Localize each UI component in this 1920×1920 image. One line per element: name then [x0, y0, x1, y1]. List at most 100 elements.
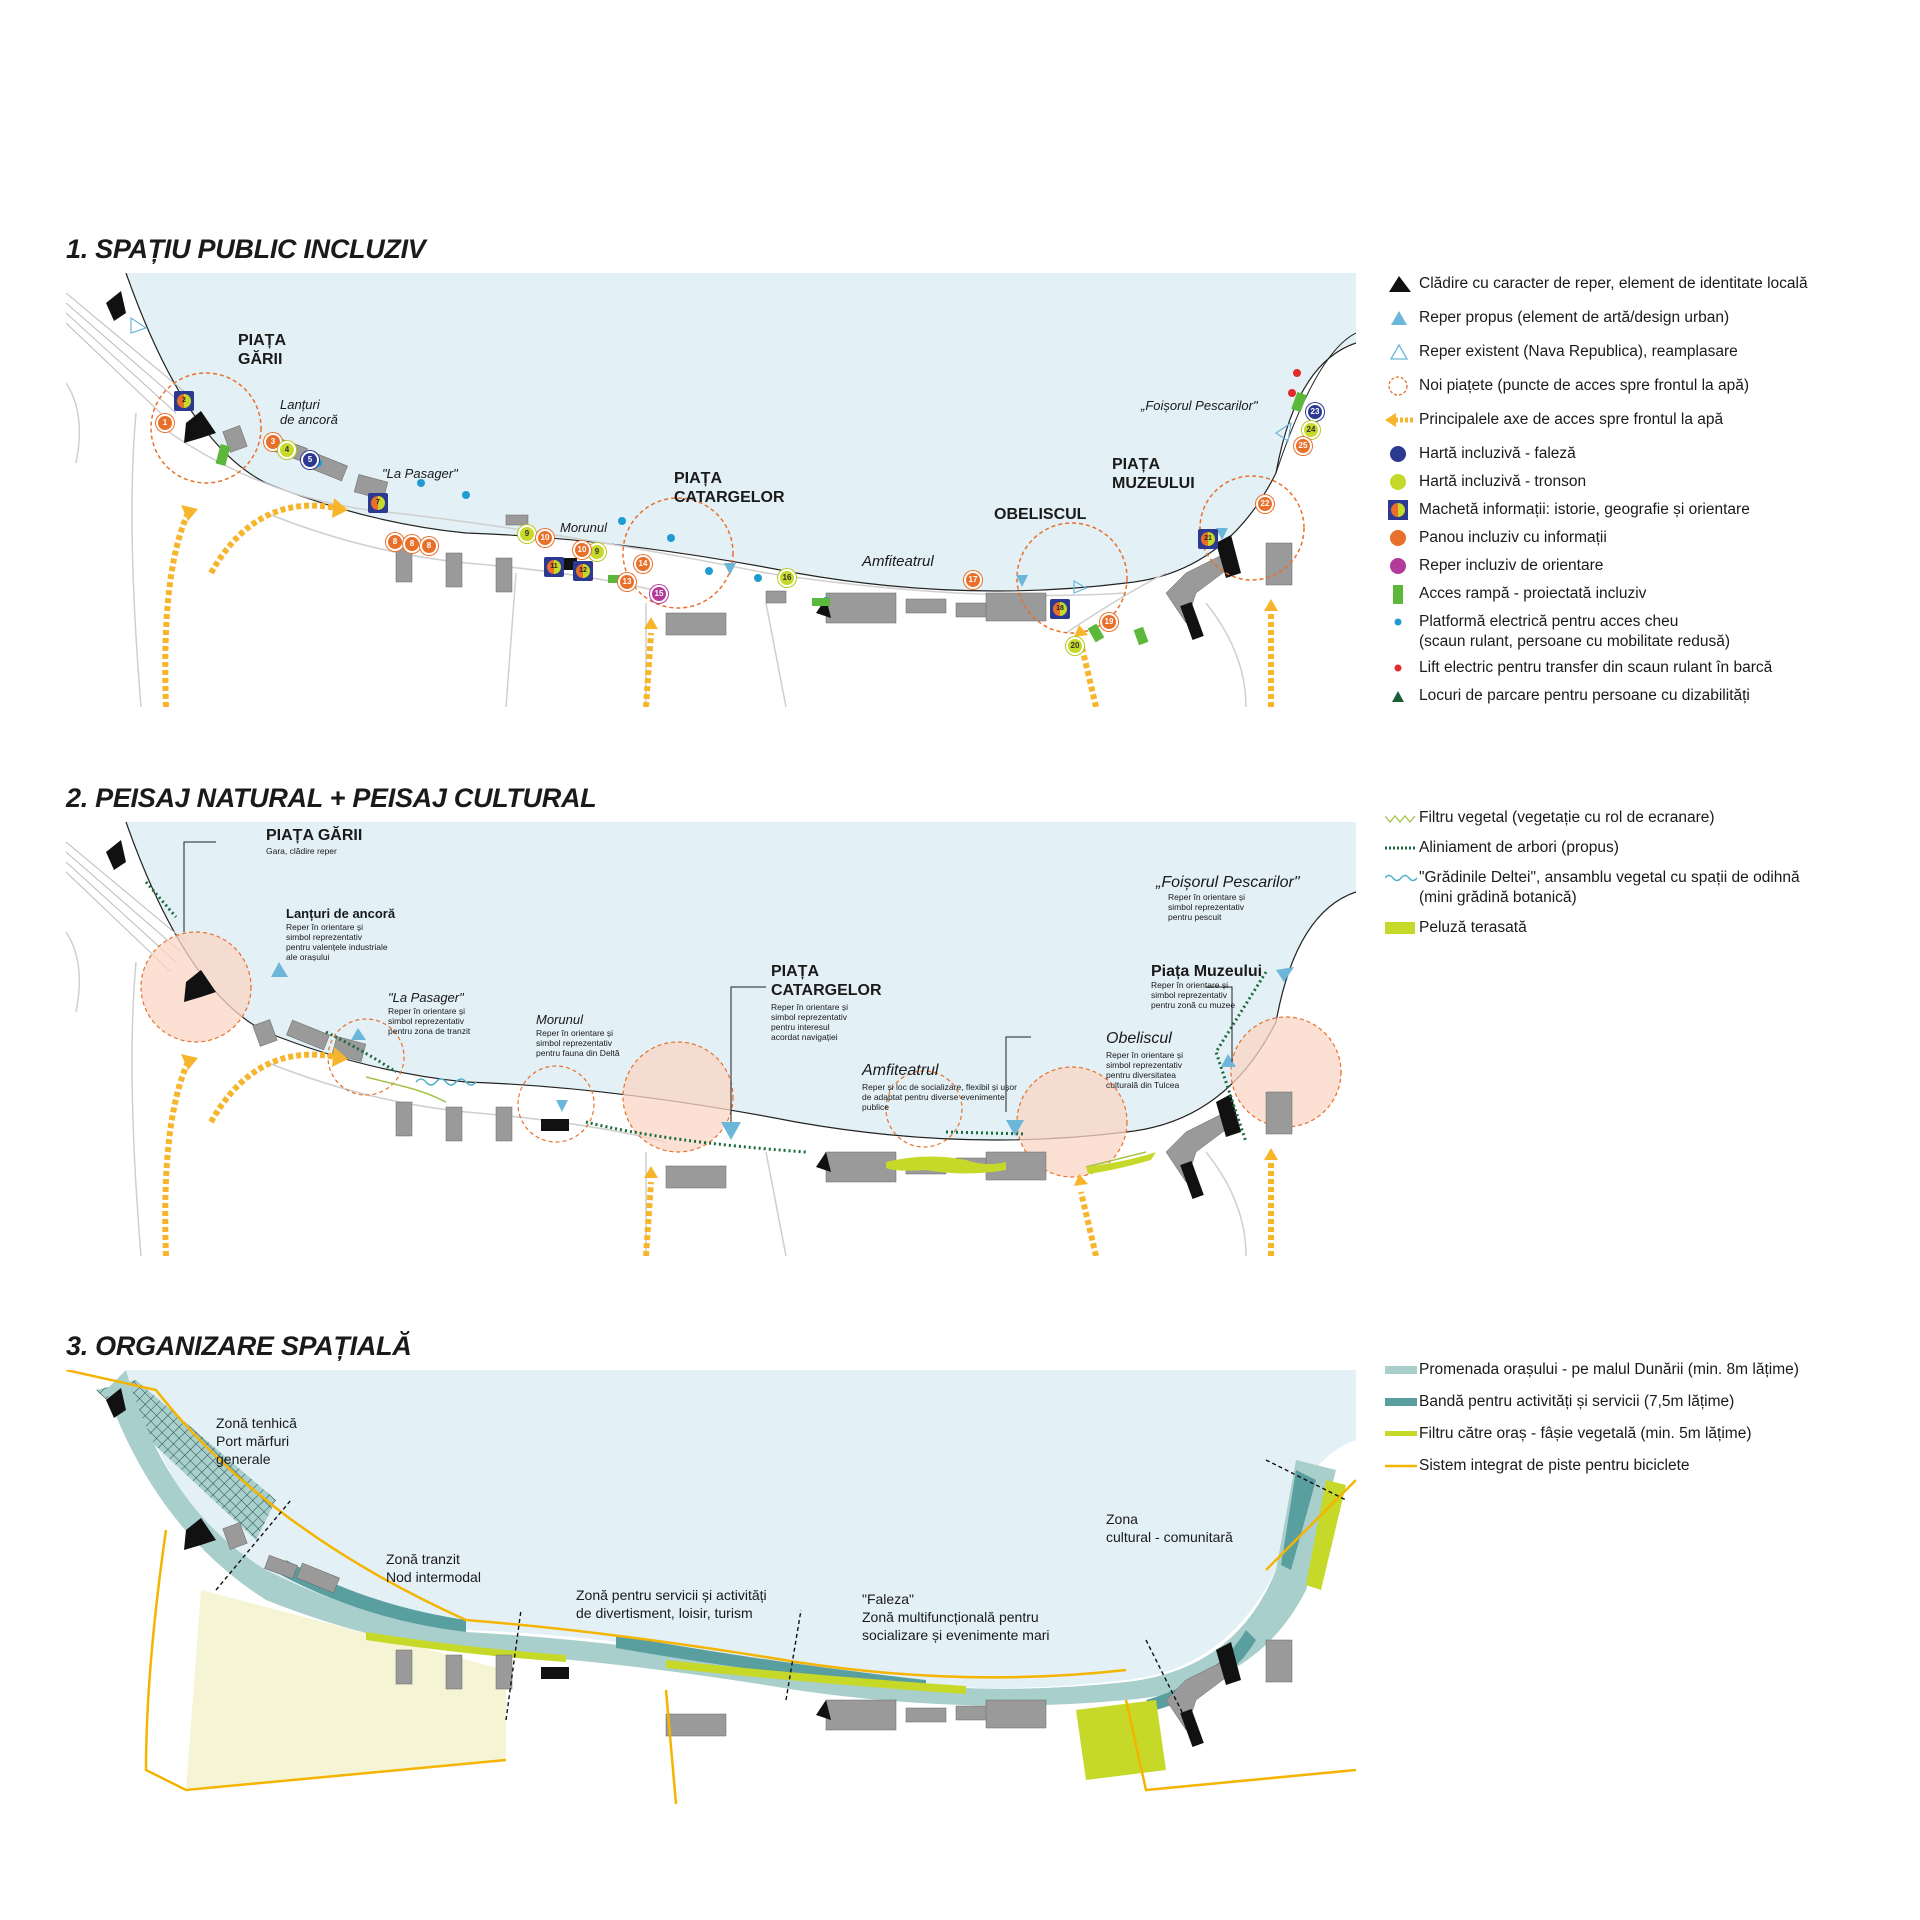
label-la-pasager: "La Pasager": [382, 466, 458, 481]
delta-gardens-icon: [1384, 868, 1419, 888]
label-lanturi-sub: Reper în orientare și simbol reprezentat…: [286, 922, 388, 962]
info-model-marker[interactable]: 18: [1050, 599, 1070, 619]
platform-icon: [1385, 612, 1419, 632]
legend-item: Filtru către oraș - fâșie vegetală (min.…: [1385, 1424, 1905, 1444]
label-obeliscul: Obeliscul: [1106, 1030, 1172, 1047]
info-panel-marker[interactable]: 25: [1294, 437, 1312, 455]
legend-item: Bandă pentru activități și servicii (7,5…: [1385, 1392, 1905, 1412]
map-base-1: [66, 273, 1356, 707]
legend-1: Clădire cu caracter de reper, element de…: [1385, 274, 1905, 706]
label-zona-cultural: Zona cultural - comunitară: [1106, 1511, 1233, 1545]
label-la-pasager-sub: Reper în orientare și simbol reprezentat…: [388, 1006, 471, 1036]
map-section-marker[interactable]: 4: [278, 441, 296, 459]
label-faleza: "Faleza" Zonă multifuncțională pentru so…: [862, 1591, 1050, 1643]
legend-item: Filtru vegetal (vegetație cu rol de ecra…: [1384, 808, 1905, 828]
proposed-landmark-icon: [1385, 308, 1419, 328]
info-panel-marker[interactable]: 19: [1100, 613, 1118, 631]
map-promenade-icon: [1385, 444, 1419, 464]
section-title-2: 2. PEISAJ NATURAL + PEISAJ CULTURAL: [66, 783, 597, 813]
label-amfiteatrul: Amfiteatrul: [862, 1062, 939, 1079]
map-section-marker[interactable]: 24: [1302, 421, 1320, 439]
info-panel-marker[interactable]: 8: [403, 535, 421, 553]
legend-item: Reper propus (element de artă/design urb…: [1385, 308, 1905, 328]
legend-item: Sistem integrat de piste pentru biciclet…: [1385, 1456, 1905, 1476]
info-model-marker[interactable]: 2: [174, 391, 194, 411]
map-base-2: [66, 822, 1356, 1256]
legend-item: Clădire cu caracter de reper, element de…: [1385, 274, 1905, 294]
info-panel-marker[interactable]: 17: [964, 571, 982, 589]
info-model-marker[interactable]: 11: [544, 557, 564, 577]
label-piata-garii: PIAȚA GĂRII: [238, 332, 286, 368]
label-morunul-sub: Reper în orientare și simbol reprezentat…: [536, 1028, 620, 1058]
map-base-3: [66, 1370, 1356, 1804]
ramp-icon: [1385, 584, 1419, 604]
info-panel-marker[interactable]: 10: [573, 541, 591, 559]
label-lanturi: Lanțuri de ancoră: [280, 397, 338, 427]
map-inclusive-public-space[interactable]: 1 2 3 4 5 7 8 8 8 9 9 10 10 11 12 13 14 …: [66, 273, 1356, 707]
map-section-marker[interactable]: 9: [518, 525, 536, 543]
legend-2: Filtru vegetal (vegetație cu rol de ecra…: [1384, 808, 1905, 938]
section-title-3: 3. ORGANIZARE SPAȚIALĂ: [66, 1331, 412, 1361]
terraced-lawn-icon: [1385, 918, 1419, 938]
info-panel-marker[interactable]: 10: [536, 529, 554, 547]
legend-item: Lift electric pentru transfer din scaun …: [1385, 658, 1905, 678]
label-foisorul: „Foișorul Pescarilor": [1141, 398, 1258, 413]
label-zona-tranzit: Zonă tranzit Nod intermodal: [386, 1551, 481, 1585]
label-foisorul: „Foișorul Pescarilor": [1156, 874, 1300, 891]
map-section-marker[interactable]: 16: [778, 569, 796, 587]
label-piata-muzeului: PIAȚA MUZEULUI: [1112, 456, 1195, 492]
section-title-1: 1. SPAȚIU PUBLIC INCLUZIV: [66, 234, 426, 264]
info-panel-icon: [1385, 528, 1419, 548]
info-model-marker[interactable]: 7: [368, 493, 388, 513]
info-panel-marker[interactable]: 8: [386, 533, 404, 551]
label-amfiteatrul: Amfiteatrul: [862, 553, 934, 570]
label-obeliscul-sub: Reper în orientare și simbol reprezentat…: [1106, 1050, 1184, 1090]
parking-icon: [1385, 686, 1419, 706]
label-piata-garii-sub: Gara, clădire reper: [266, 846, 337, 856]
info-panel-marker[interactable]: 1: [156, 414, 174, 432]
promenade-band-icon: [1385, 1360, 1419, 1380]
info-model-marker[interactable]: 21: [1198, 529, 1218, 549]
label-foisorul-sub: Reper în orientare și simbol reprezentat…: [1168, 892, 1246, 922]
legend-item: "Grădinile Deltei", ansamblu vegetal cu …: [1384, 868, 1905, 908]
map-promenade-marker[interactable]: 23: [1306, 403, 1324, 421]
info-panel-marker[interactable]: 14: [634, 555, 652, 573]
label-la-pasager: "La Pasager": [388, 990, 464, 1005]
legend-3: Promenada orașului - pe malul Dunării (m…: [1385, 1360, 1905, 1476]
legend-item: Noi piațete (puncte de acces spre frontu…: [1385, 376, 1905, 396]
landmark-building-icon: [1385, 274, 1419, 294]
activity-band-icon: [1385, 1392, 1419, 1412]
legend-item: Promenada orașului - pe malul Dunării (m…: [1385, 1360, 1905, 1380]
label-piata-catargelor-sub: Reper în orientare și simbol reprezentat…: [771, 1002, 849, 1042]
info-model-icon: [1385, 500, 1419, 520]
bike-lane-icon: [1385, 1456, 1419, 1476]
info-panel-marker[interactable]: 13: [618, 573, 636, 591]
orientation-marker[interactable]: 15: [650, 585, 668, 603]
info-model-marker[interactable]: 12: [573, 561, 593, 581]
legend-item: Peluză terasată: [1385, 918, 1905, 938]
access-axis-icon: [1385, 410, 1419, 430]
map-spatial-organization[interactable]: Zonă tenhică Port mărfuri generale Zonă …: [66, 1370, 1356, 1804]
legend-item: Hartă incluzivă - tronson: [1385, 472, 1905, 492]
legend-item: Locuri de parcare pentru persoane cu diz…: [1385, 686, 1905, 706]
label-zona-servicii: Zonă pentru servicii și activități de di…: [576, 1587, 767, 1621]
map-section-marker[interactable]: 20: [1066, 637, 1084, 655]
label-piata-garii: PIAȚA GĂRII: [266, 827, 363, 844]
map-promenade-marker[interactable]: 5: [301, 451, 319, 469]
tree-line-icon: [1385, 838, 1419, 858]
label-piata-muzeului-sub: Reper în orientare și simbol reprezentat…: [1151, 980, 1236, 1010]
info-panel-marker[interactable]: 8: [420, 537, 438, 555]
legend-item: Reper existent (Nava Republica), reampla…: [1385, 342, 1905, 362]
label-piata-catargelor: PIAȚA CATARGELOR: [674, 470, 785, 506]
info-panel-marker[interactable]: 22: [1256, 495, 1274, 513]
orientation-icon: [1385, 556, 1419, 576]
legend-item: Machetă informații: istorie, geografie ș…: [1385, 500, 1905, 520]
map-natural-cultural-landscape[interactable]: PIAȚA GĂRII Gara, clădire reper Lanțuri …: [66, 822, 1356, 1256]
vegetal-filter-icon: [1384, 808, 1419, 828]
legend-item: Hartă incluzivă - faleză: [1385, 444, 1905, 464]
legend-item: Aliniament de arbori (propus): [1385, 838, 1905, 858]
label-morunul: Morunul: [560, 520, 607, 535]
lift-icon: [1385, 658, 1419, 678]
green-strip-icon: [1385, 1424, 1419, 1444]
label-piata-muzeului: Piața Muzeului: [1151, 963, 1263, 980]
